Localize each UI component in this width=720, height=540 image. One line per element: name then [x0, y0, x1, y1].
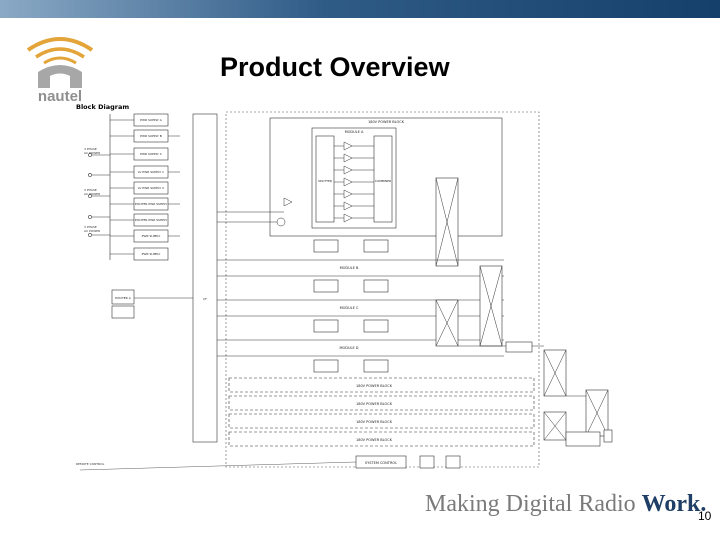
tagline-emphasis: Work.: [641, 491, 707, 517]
svg-text:MODULE B: MODULE B: [340, 266, 359, 270]
svg-text:MODULE D: MODULE D: [339, 346, 358, 350]
svg-text:PWR SUPPLY A: PWR SUPPLY A: [140, 118, 163, 122]
svg-text:LV PWR SUPPLY 2: LV PWR SUPPLY 2: [138, 186, 164, 190]
svg-text:AC POWER: AC POWER: [84, 192, 100, 196]
svg-text:180V POWER BLOCK: 180V POWER BLOCK: [356, 384, 393, 388]
tagline: Making Digital Radio Work.: [425, 491, 706, 518]
tagline-prefix: Making Digital Radio: [425, 491, 642, 517]
svg-text:3 PHASE: 3 PHASE: [84, 225, 97, 229]
svg-text:COMBINER: COMBINER: [375, 179, 391, 183]
svg-text:PWR SUPPLY: PWR SUPPLY: [142, 252, 161, 256]
svg-text:EXCITER PWR SUPPLY: EXCITER PWR SUPPLY: [135, 202, 167, 206]
svg-text:SPLITTER: SPLITTER: [318, 179, 332, 183]
diagram-heading: Block Diagram: [76, 103, 129, 111]
svg-text:AC POWER: AC POWER: [84, 151, 100, 155]
svg-text:PWR SUPPLY: PWR SUPPLY: [142, 234, 161, 238]
svg-text:AC POWER: AC POWER: [84, 229, 100, 233]
slide-title: Product Overview: [220, 52, 450, 82]
svg-text:REMOTE CONTROL: REMOTE CONTROL: [76, 462, 105, 466]
nautel-logo: [26, 37, 94, 88]
svg-text:180V POWER BLOCK: 180V POWER BLOCK: [356, 402, 393, 406]
svg-text:180V POWER BLOCK: 180V POWER BLOCK: [368, 120, 405, 124]
svg-text:180V POWER BLOCK: 180V POWER BLOCK: [356, 420, 393, 424]
svg-text:180V POWER BLOCK: 180V POWER BLOCK: [356, 438, 393, 442]
top-banner: [0, 0, 720, 18]
svg-text:EXCITER A: EXCITER A: [115, 296, 131, 300]
svg-text:MODULE C: MODULE C: [340, 306, 359, 310]
svg-text:EXCITER PWR SUPPLY: EXCITER PWR SUPPLY: [135, 218, 167, 222]
page-number: 10: [698, 509, 712, 523]
svg-text:SYSTEM CONTROL: SYSTEM CONTROL: [365, 461, 397, 465]
svg-text:LV PWR SUPPLY 1: LV PWR SUPPLY 1: [138, 170, 164, 174]
logo-wordmark: nautel: [37, 88, 83, 105]
svg-text:MODULE A: MODULE A: [345, 130, 364, 134]
svg-text:3 PHASE: 3 PHASE: [84, 188, 97, 192]
svg-text:3 PHASE: 3 PHASE: [84, 147, 97, 151]
svg-text:PWR SUPPLY C: PWR SUPPLY C: [140, 152, 162, 156]
svg-text:PWR SUPPLY B: PWR SUPPLY B: [140, 134, 162, 138]
svg-text:I/F: I/F: [203, 297, 207, 301]
